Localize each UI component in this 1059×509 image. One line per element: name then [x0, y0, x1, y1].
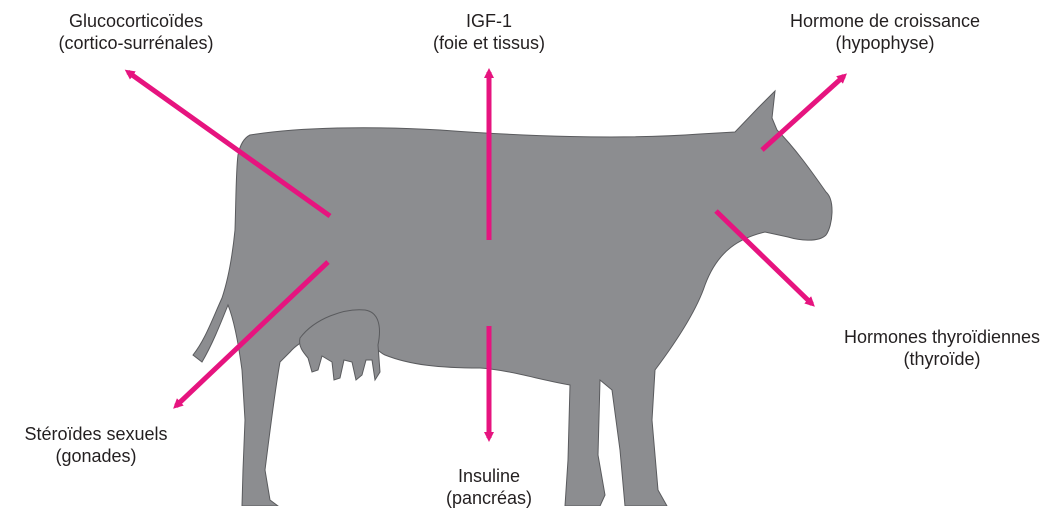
- label-igf1-name: IGF-1: [433, 10, 545, 32]
- label-glucocorticoides: Glucocorticoïdes (cortico-surrénales): [58, 10, 213, 54]
- label-insuline-name: Insuline: [446, 465, 532, 487]
- label-glucocorticoides-source: (cortico-surrénales): [58, 32, 213, 54]
- label-hormone-croissance-name: Hormone de croissance: [790, 10, 980, 32]
- label-glucocorticoides-name: Glucocorticoïdes: [58, 10, 213, 32]
- label-steroides-sexuels: Stéroïdes sexuels (gonades): [24, 423, 167, 467]
- label-igf1: IGF-1 (foie et tissus): [433, 10, 545, 54]
- label-steroides-sexuels-source: (gonades): [24, 445, 167, 467]
- label-hormones-thyroidiennes: Hormones thyroïdiennes (thyroïde): [844, 326, 1040, 370]
- label-hormones-thyroidiennes-name: Hormones thyroïdiennes: [844, 326, 1040, 348]
- label-insuline: Insuline (pancréas): [446, 465, 532, 509]
- arrow-hormone-croissance: [762, 76, 844, 150]
- label-hormone-croissance-source: (hypophyse): [790, 32, 980, 54]
- label-hormones-thyroidiennes-source: (thyroïde): [844, 348, 1040, 370]
- label-hormone-croissance: Hormone de croissance (hypophyse): [790, 10, 980, 54]
- label-steroides-sexuels-name: Stéroïdes sexuels: [24, 423, 167, 445]
- label-igf1-source: (foie et tissus): [433, 32, 545, 54]
